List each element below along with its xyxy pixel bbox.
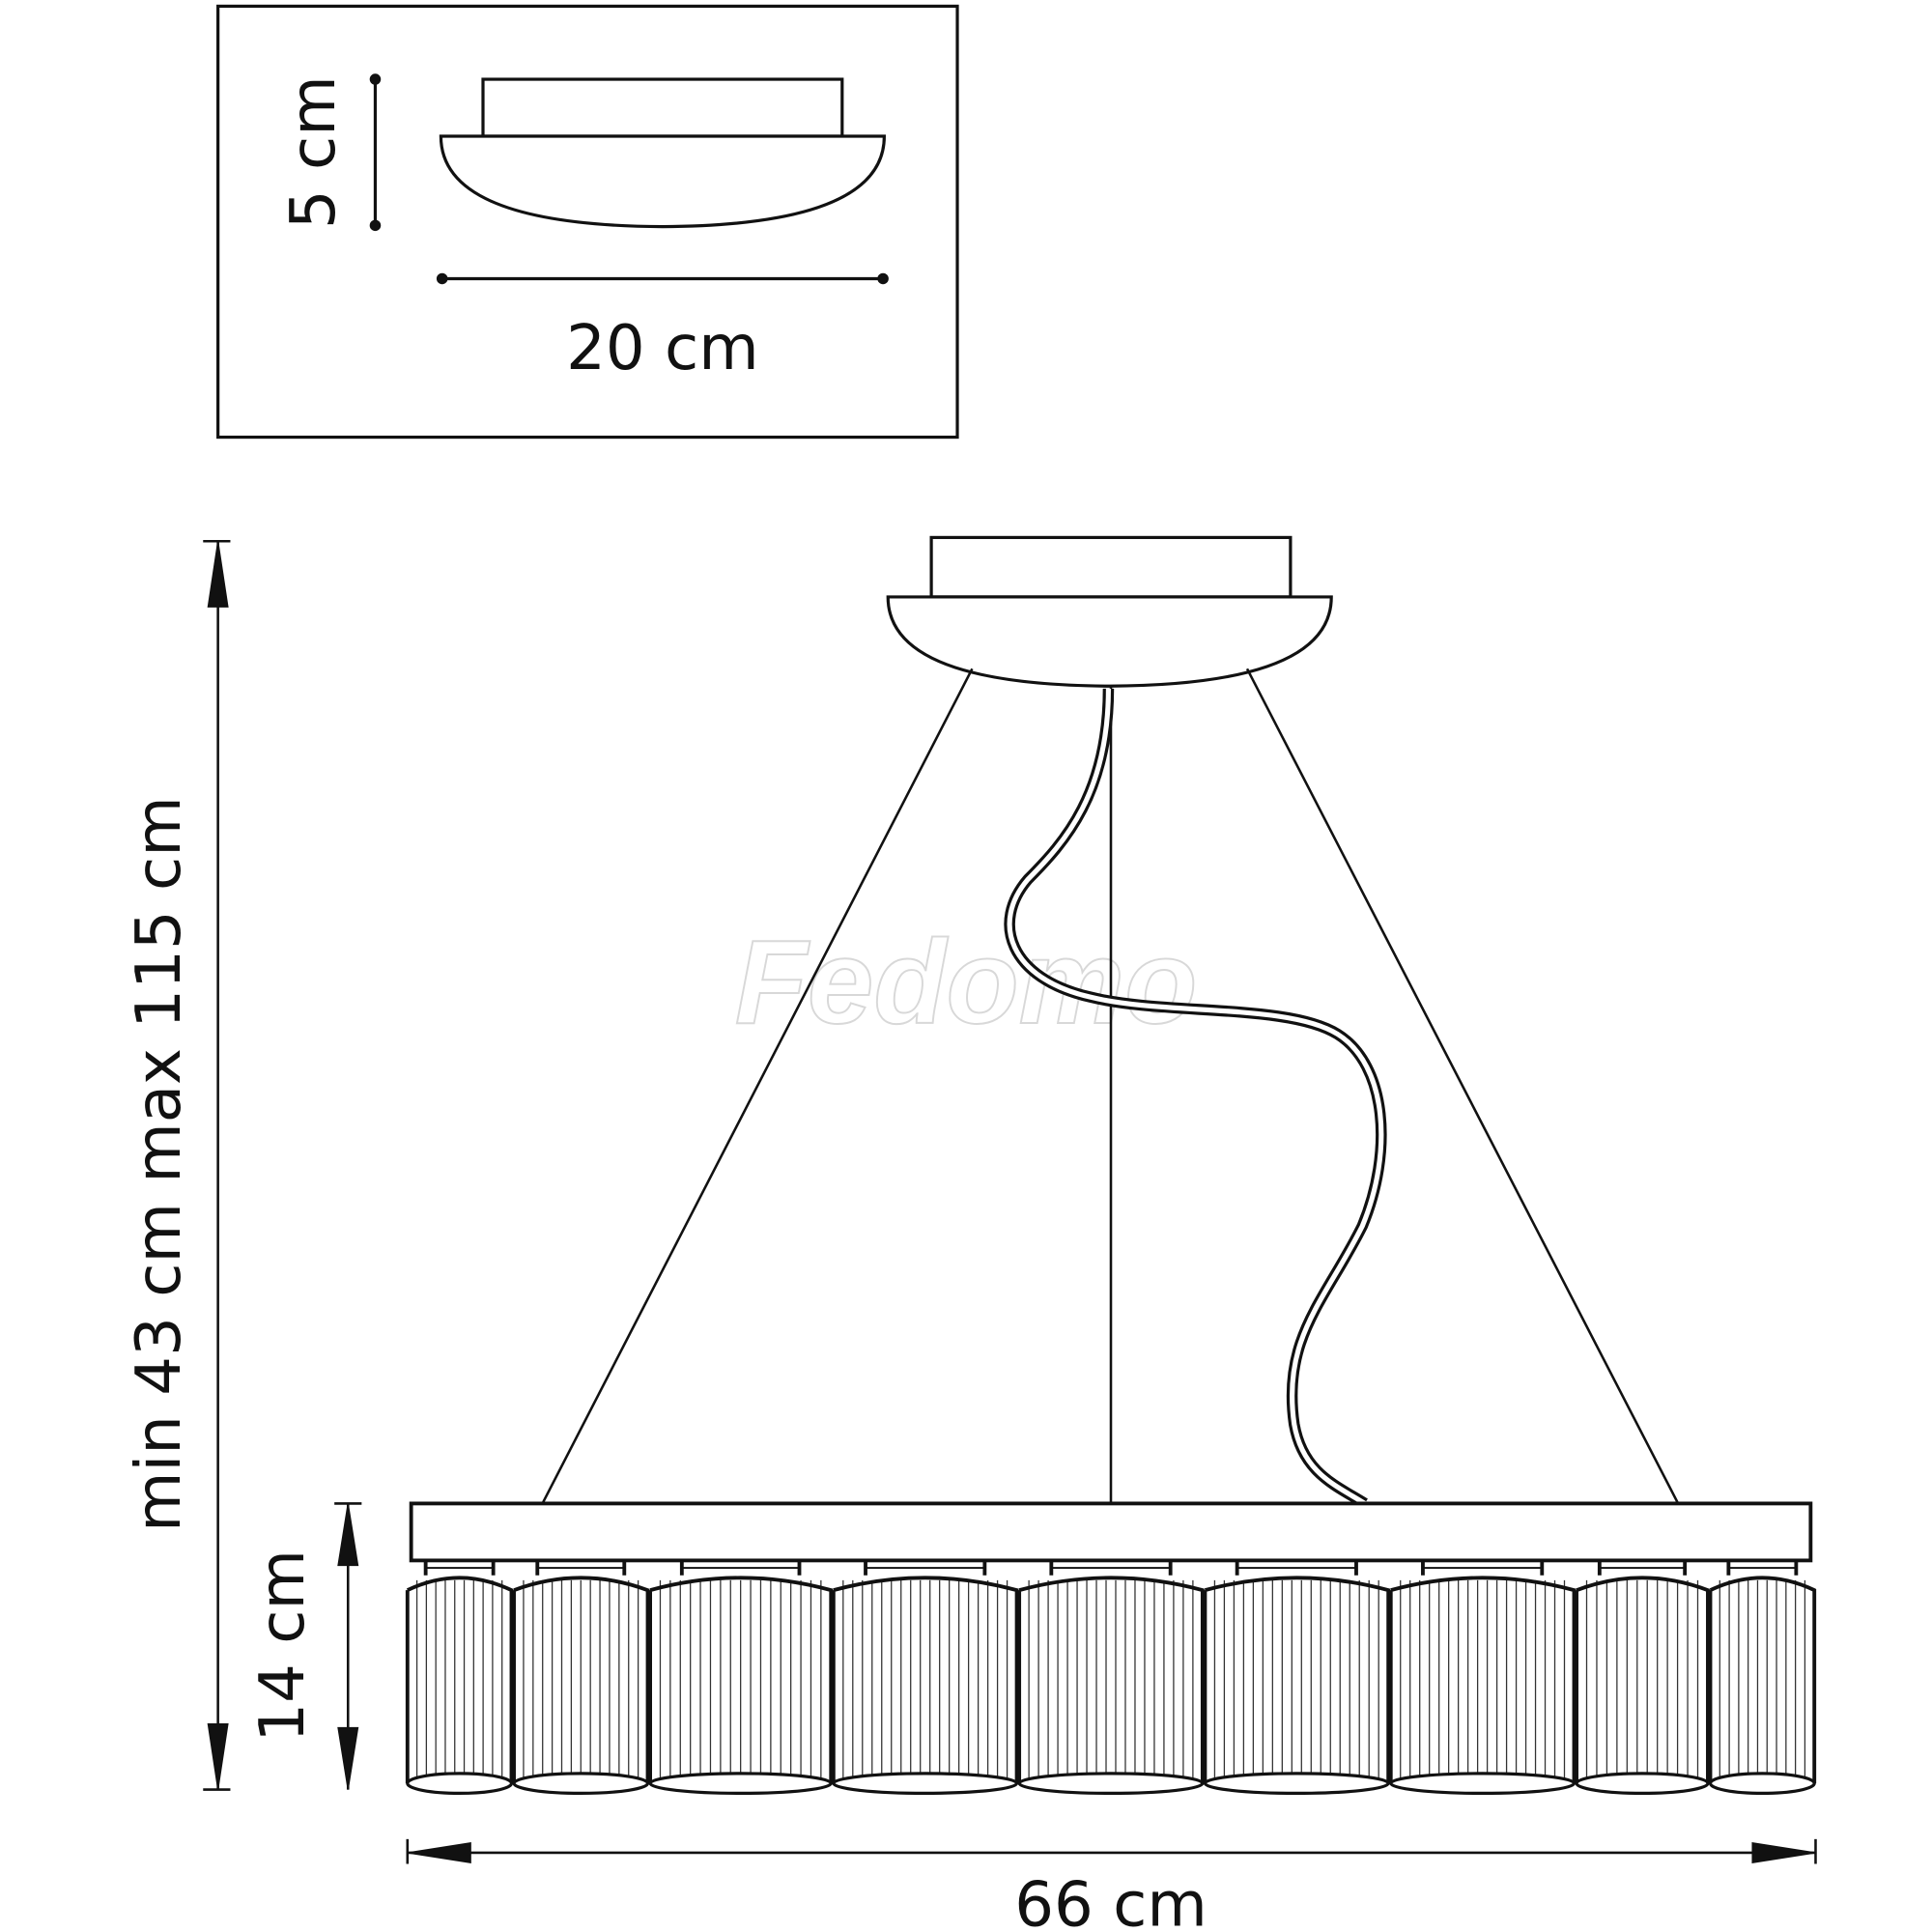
dimension-dot bbox=[369, 73, 382, 85]
chandelier bbox=[405, 535, 1817, 1796]
canopy-plate bbox=[929, 535, 1293, 599]
shade-bottom bbox=[1017, 1772, 1205, 1796]
arrow-right-icon bbox=[1751, 1841, 1816, 1863]
watermark-logo: Fedomo bbox=[735, 917, 1198, 1049]
inset-width-label: 20 cm bbox=[566, 313, 759, 384]
power-cord bbox=[1004, 688, 1387, 1509]
arrow-left-icon bbox=[407, 1841, 471, 1863]
dimension-dot bbox=[436, 272, 448, 285]
shade-outline bbox=[1017, 1576, 1205, 1784]
shade-bottom bbox=[406, 1772, 514, 1796]
arrow-down-icon bbox=[207, 1722, 229, 1790]
dimensions: min 43 cm max 115 cm 14 cm 66 cm bbox=[124, 539, 1817, 1932]
shade-outline bbox=[831, 1576, 1019, 1784]
shades bbox=[405, 1560, 1817, 1796]
dimension-dot bbox=[369, 219, 382, 232]
shade-bottom bbox=[512, 1772, 650, 1796]
canopy-inset: 5 cm 20 cm bbox=[216, 4, 959, 440]
shade-outline bbox=[405, 1576, 514, 1784]
overall-height-label: min 43 cm max 115 cm bbox=[124, 796, 195, 1532]
shade-outline bbox=[1708, 1576, 1817, 1784]
arrow-up-icon bbox=[337, 1503, 359, 1567]
shade-bottom bbox=[1389, 1772, 1577, 1796]
shade-bottom bbox=[648, 1772, 833, 1796]
inset-canopy-dome bbox=[439, 134, 886, 229]
suspension-cable-right bbox=[1245, 668, 1680, 1504]
inset-frame bbox=[216, 4, 959, 440]
shade-outline bbox=[1575, 1576, 1710, 1784]
arrow-up-icon bbox=[207, 541, 229, 608]
shade-bottom bbox=[1203, 1772, 1390, 1796]
suspension-cable-left bbox=[541, 668, 974, 1504]
shade-bottom bbox=[832, 1772, 1019, 1796]
arrow-down-icon bbox=[337, 1726, 359, 1790]
shade-outline bbox=[1388, 1576, 1577, 1784]
dimension-dot bbox=[877, 272, 889, 285]
inset-canopy-plate bbox=[481, 77, 844, 138]
shade-outline bbox=[512, 1576, 650, 1784]
width-label: 66 cm bbox=[1014, 1870, 1208, 1932]
shade-bottom bbox=[1575, 1772, 1710, 1796]
canopy-dome bbox=[886, 595, 1333, 688]
shade-outline bbox=[648, 1576, 834, 1784]
inset-height-label: 5 cm bbox=[278, 75, 350, 229]
ring-frame bbox=[409, 1501, 1813, 1563]
shade-bottom bbox=[1708, 1772, 1816, 1796]
shade-outline bbox=[1203, 1576, 1391, 1784]
shade-height-label: 14 cm bbox=[247, 1549, 319, 1743]
